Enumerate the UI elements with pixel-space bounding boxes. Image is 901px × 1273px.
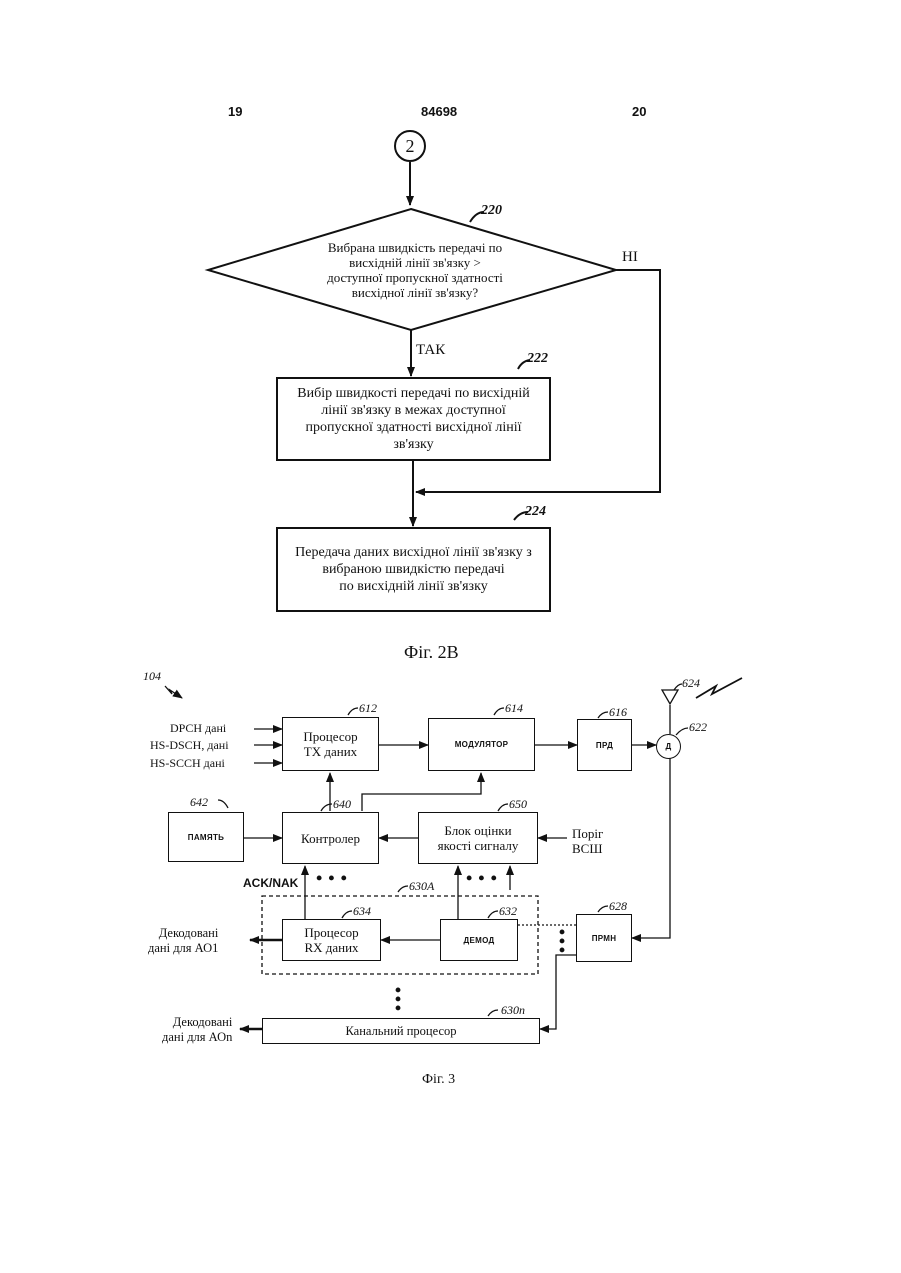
connector-label: 2 (406, 136, 415, 157)
arrow-rx-to-channel (540, 955, 576, 1029)
quality-box: Блок оцінки якості сигналу (418, 812, 538, 864)
ref-104: 104 (143, 669, 161, 684)
duplexer-label: Д (666, 742, 672, 751)
step-222-line-3: пропускної здатності висхідної лінії (297, 419, 529, 436)
ellipsis-quality: ••• (466, 868, 503, 889)
ref-628: 628 (609, 899, 627, 914)
ref-634: 634 (353, 904, 371, 919)
tx-processor-line-1: Процесор (303, 729, 357, 744)
input-hsdsch: HS-DSCH, дані (150, 738, 229, 753)
rx-processor-line-2: RX даних (304, 940, 358, 955)
tx-processor-line-2: TX даних (303, 744, 357, 759)
leader-630n (488, 1010, 498, 1016)
duplexer-circle: Д (656, 734, 681, 759)
ack-nak-label: ACK/NAK (243, 876, 298, 891)
radio-wave (696, 678, 742, 698)
ref-632: 632 (499, 904, 517, 919)
demod-label: ДЕМОД (463, 933, 494, 948)
modulator-box: МОДУЛЯТОР (428, 718, 535, 771)
decision-line-1: Вибрана швидкість передачі по (290, 240, 540, 255)
channel-processor-box: Канальний процесор (262, 1018, 540, 1044)
ref-612: 612 (359, 701, 377, 716)
ref-630a: 630A (409, 879, 434, 894)
leader-624 (674, 684, 682, 690)
step-224-line-3: по висхідній лінії зв'язку (295, 578, 532, 595)
leader-616 (598, 712, 608, 718)
ref-642: 642 (190, 795, 208, 810)
demod-box: ДЕМОД (440, 919, 518, 961)
decoded-n-label: Декодовані дані для АОn (162, 1015, 232, 1045)
step-222-line-1: Вибір швидкості передачі по висхідній (297, 385, 529, 402)
rx-processor-line-1: Процесор (304, 925, 358, 940)
yes-label: ТАК (416, 343, 445, 358)
ref-614: 614 (505, 701, 523, 716)
step-224-line-2: вибраною швидкістю передачі (295, 561, 532, 578)
ellipsis-channels-vertical: ••• (393, 986, 403, 1013)
fig3-caption: Фіг. 3 (422, 1072, 455, 1088)
decision-text: Вибрана швидкість передачі по висхідній … (290, 240, 540, 300)
modulator-label: МОДУЛЯТОР (455, 737, 509, 752)
ref-630n: 630n (501, 1003, 525, 1018)
leader-642 (218, 800, 228, 808)
memory-box: ПАМЯТЬ (168, 812, 244, 862)
arrow-duplexer-to-rx (632, 758, 670, 938)
leader-628 (598, 906, 608, 912)
rx-processor-box: Процесор RX даних (282, 919, 381, 961)
leader-650 (498, 804, 508, 811)
decision-line-2: висхідній лінії зв'язку > (290, 255, 540, 270)
leader-612 (348, 708, 358, 715)
connector-circle: 2 (394, 130, 426, 162)
step-224-line-1: Передача даних висхідної лінії зв'язку з (295, 544, 532, 561)
step-222-box: Вибір швидкості передачі по висхідній лі… (276, 377, 551, 461)
ref-650: 650 (509, 797, 527, 812)
decoded-n-line-2: дані для АОn (162, 1030, 232, 1045)
step-222-line-2: лінії зв'язку в межах доступної (297, 402, 529, 419)
leader-630a (398, 886, 408, 892)
input-hsscch: HS-SCCH дані (150, 756, 225, 771)
ref-222: 222 (527, 351, 548, 367)
ref-224: 224 (525, 504, 546, 520)
memory-label: ПАМЯТЬ (188, 830, 224, 845)
step-224-box: Передача даних висхідної лінії зв'язку з… (276, 527, 551, 612)
threshold-label: Поріг ВСШ (572, 826, 603, 856)
tx-processor-box: Процесор TX даних (282, 717, 379, 771)
input-dpch: DPCH дані (170, 721, 226, 736)
decoded-1-label: Декодовані дані для АО1 (148, 926, 218, 956)
quality-line-2: якості сигналу (438, 838, 519, 853)
threshold-line-1: Поріг (572, 826, 603, 841)
ellipsis-controller: ••• (316, 868, 353, 889)
leader-614 (494, 708, 504, 715)
decoded-1-line-1: Декодовані (148, 926, 218, 941)
arrow-ctrl-to-mod (362, 773, 481, 811)
leader-634 (342, 911, 352, 918)
antenna-symbol (662, 690, 678, 704)
transmitter-box: ПРД (577, 719, 632, 771)
ref-104-pointer (165, 686, 182, 698)
ref-622: 622 (689, 720, 707, 735)
decision-line-4: висхідної лінії зв'язку? (290, 285, 540, 300)
quality-line-1: Блок оцінки (438, 823, 519, 838)
ref-616: 616 (609, 705, 627, 720)
receiver-label: ПРМН (592, 931, 617, 946)
ref-640: 640 (333, 797, 351, 812)
step-222-line-4: зв'язку (297, 436, 529, 453)
threshold-line-2: ВСШ (572, 841, 603, 856)
no-label: НІ (622, 250, 638, 265)
fig2b-caption: Фіг. 2В (404, 642, 459, 663)
controller-label: Контролер (301, 831, 360, 846)
receiver-box: ПРМН (576, 914, 632, 962)
decoded-1-line-2: дані для АО1 (148, 941, 218, 956)
transmitter-label: ПРД (596, 738, 613, 753)
ref-624: 624 (682, 676, 700, 691)
channel-processor-label: Канальний процесор (346, 1024, 457, 1039)
decision-line-3: доступної пропускної здатності (290, 270, 540, 285)
leader-632 (488, 911, 498, 918)
decoded-n-line-1: Декодовані (162, 1015, 232, 1030)
leader-622 (676, 728, 688, 735)
controller-box: Контролер (282, 812, 379, 864)
ref-220: 220 (481, 203, 502, 219)
ellipsis-rx-vertical: ••• (557, 928, 567, 955)
